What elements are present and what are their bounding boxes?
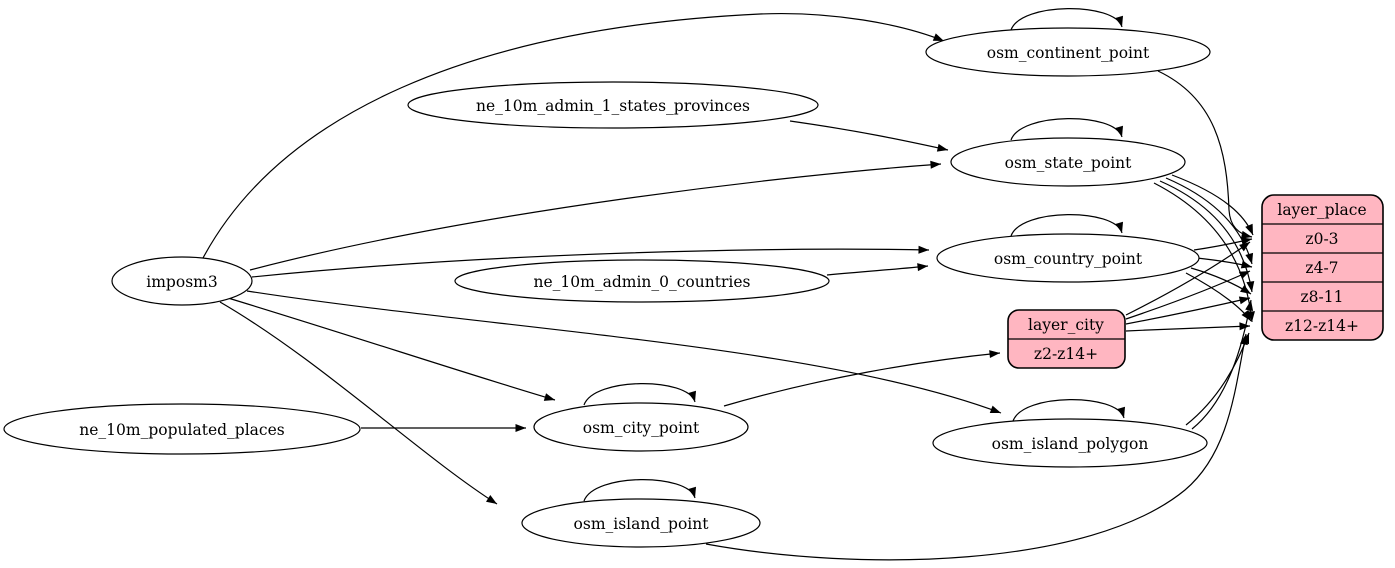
edge-imposm3-to-osm-island-point — [219, 301, 498, 505]
edge-osm-country-point-to-layer-place-z8-11 — [1190, 267, 1252, 295]
edge-layer-city-to-layer-place-z12-z14 — [1125, 322, 1251, 332]
imposm3-ellipse — [111, 256, 253, 306]
node-ne-10m-populated-places: ne_10m_populated_places — [3, 403, 361, 455]
osm-island-point-label: osm_island_point — [574, 515, 710, 533]
edge-ne-admin0-to-osm-country-point — [826, 263, 929, 276]
edge-layer-city-to-layer-place-z8-11 — [1125, 296, 1251, 325]
node-osm-island-point: osm_island_point — [521, 498, 761, 548]
osm-island-point-ellipse — [521, 498, 761, 548]
layer-city-row-z2-z14: z2-z14+ — [1034, 345, 1098, 363]
self-loop-osm-continent-point — [1010, 8, 1123, 31]
ne-admin1-label: ne_10m_admin_1_states_provinces — [476, 97, 750, 115]
ne-admin1-ellipse — [407, 81, 819, 129]
ne-places-label: ne_10m_populated_places — [79, 421, 284, 439]
osm-island-polygon-ellipse — [932, 418, 1208, 468]
edges — [202, 8, 1255, 561]
imposm3-label: imposm3 — [146, 273, 217, 291]
edge-osm-state-point-to-layer-place-z8-11 — [1159, 180, 1255, 293]
ne-admin0-ellipse — [454, 259, 830, 303]
osm-city-point-ellipse — [533, 402, 749, 452]
node-layer-place: layer_place z0-3 z4-7 z8-11 z12-z14+ — [1261, 194, 1384, 341]
edge-osm-state-point-to-layer-place-z0-3 — [1171, 174, 1254, 236]
self-loop-osm-island-polygon — [1012, 399, 1125, 422]
self-loop-osm-city-point — [583, 383, 696, 406]
edge-layer-city-to-layer-place-z0-3 — [1125, 241, 1251, 316]
edge-osm-city-point-to-layer-city — [723, 350, 1001, 407]
edge-osm-island-polygon-to-layer-place-z8-11 — [1191, 299, 1254, 430]
layer-place-row-z12-z14: z12-z14+ — [1285, 317, 1359, 335]
self-loop-osm-state-point — [1010, 118, 1123, 141]
edge-imposm3-to-osm-continent-point — [202, 12, 945, 259]
osm-country-point-ellipse — [936, 233, 1200, 283]
layer-place-title: layer_place — [1277, 201, 1366, 219]
osm-island-polygon-label: osm_island_polygon — [992, 435, 1149, 453]
edge-osm-country-point-to-layer-place-z4-7 — [1196, 257, 1253, 269]
node-layer-city: layer_city z2-z14+ — [1007, 309, 1126, 369]
osm-city-point-label: osm_city_point — [583, 419, 700, 437]
node-ne-10m-admin-1-states-provinces: ne_10m_admin_1_states_provinces — [407, 81, 819, 129]
edge-layer-city-to-layer-place-z4-7 — [1125, 270, 1251, 320]
edge-imposm3-to-osm-country-point — [251, 245, 930, 278]
self-loop-osm-country-point — [1010, 214, 1123, 237]
node-osm-city-point: osm_city_point — [533, 402, 749, 452]
edge-imposm3-to-osm-city-point — [227, 297, 556, 401]
osm-continent-point-ellipse — [925, 27, 1211, 77]
node-osm-island-polygon: osm_island_polygon — [932, 418, 1208, 468]
edge-ne-admin1-to-osm-state-point — [789, 120, 949, 152]
edge-imposm3-to-osm-state-point — [249, 160, 942, 271]
edge-osm-island-point-to-layer-place-z12-z14 — [705, 333, 1248, 561]
layer-place-row-z4-7: z4-7 — [1305, 259, 1338, 277]
ne-admin0-label: ne_10m_admin_0_countries — [534, 273, 751, 291]
node-ne-10m-admin-0-countries: ne_10m_admin_0_countries — [454, 259, 830, 303]
edge-osm-country-point-to-layer-place-z0-3 — [1193, 237, 1253, 251]
ne-places-ellipse — [3, 403, 361, 455]
layer-city-title: layer_city — [1028, 316, 1104, 334]
node-osm-state-point: osm_state_point — [950, 137, 1186, 187]
layer-place-row-z8-11: z8-11 — [1301, 288, 1344, 306]
edge-osm-state-point-to-layer-place-z4-7 — [1165, 177, 1254, 265]
node-osm-country-point: osm_country_point — [936, 233, 1200, 283]
layer-place-box — [1261, 194, 1384, 341]
self-loop-osm-island-point — [583, 479, 696, 502]
osm-state-point-ellipse — [950, 137, 1186, 187]
node-osm-continent-point: osm_continent_point — [925, 27, 1211, 77]
layer-place-row-z0-3: z0-3 — [1305, 230, 1338, 248]
edge-osm-continent-point-to-layer-place-z0-3 — [1157, 70, 1253, 239]
node-imposm3: imposm3 — [111, 256, 253, 306]
osm-continent-point-label: osm_continent_point — [987, 44, 1150, 62]
osm-country-point-label: osm_country_point — [994, 250, 1143, 268]
edge-osm-country-point-to-layer-place-z12-z14 — [1185, 272, 1252, 322]
osm-state-point-label: osm_state_point — [1005, 154, 1133, 172]
edge-imposm3-to-osm-island-polygon — [246, 290, 1002, 414]
